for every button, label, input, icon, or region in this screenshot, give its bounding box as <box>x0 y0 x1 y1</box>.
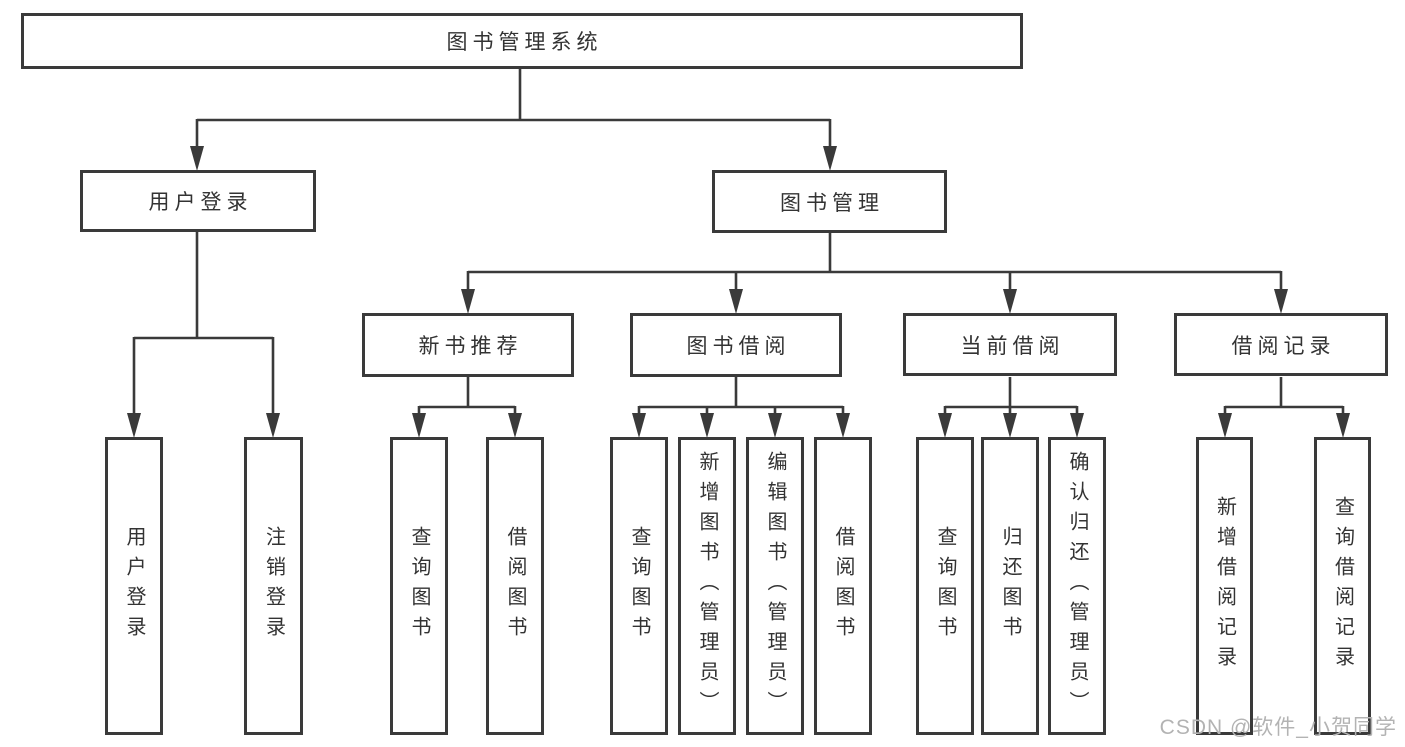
leaf-query-books-recommend: 查询图书 <box>390 437 448 735</box>
leaf-borrow-books-recommend: 借阅图书 <box>486 437 544 735</box>
node-label: 图书管理 <box>780 191 884 215</box>
node-label: 注销登录 <box>262 526 285 646</box>
node-label: 用户登录 <box>148 191 253 214</box>
node-borrow-records: 借阅记录 <box>1174 313 1388 376</box>
node-new-book-recommend: 新书推荐 <box>362 313 574 377</box>
leaf-query-borrow-record: 查询借阅记录 <box>1314 437 1371 735</box>
leaf-add-books-admin: 新增图书（管理员） <box>678 437 736 735</box>
node-label: 借阅图书 <box>832 526 854 646</box>
node-book-borrow: 图书借阅 <box>630 313 842 377</box>
csdn-watermark: CSDN @软件_小贺同学 <box>1159 716 1397 739</box>
leaf-logout: 注销登录 <box>244 437 303 735</box>
node-label: 借阅记录 <box>1231 334 1336 358</box>
node-label: 新增借阅记录 <box>1213 496 1236 676</box>
leaf-user-login: 用户登录 <box>105 437 163 735</box>
node-label: 查询图书 <box>408 526 430 646</box>
node-current-borrow: 当前借阅 <box>903 313 1117 376</box>
node-label: 确认归还（管理员） <box>1066 451 1088 721</box>
leaf-return-books: 归还图书 <box>981 437 1039 735</box>
node-label: 当前借阅 <box>960 334 1065 358</box>
leaf-query-books-current: 查询图书 <box>916 437 974 735</box>
leaf-add-borrow-record: 新增借阅记录 <box>1196 437 1253 735</box>
node-label: 新书推荐 <box>418 335 523 358</box>
leaf-borrow-books: 借阅图书 <box>814 437 872 735</box>
node-label: 借阅图书 <box>504 526 526 646</box>
node-label: 用户登录 <box>123 526 145 646</box>
node-label: 图书借阅 <box>686 335 791 358</box>
leaf-confirm-return-admin: 确认归还（管理员） <box>1048 437 1106 735</box>
node-label: 图书管理系统 <box>446 31 603 54</box>
node-label: 查询借阅记录 <box>1331 496 1354 676</box>
node-user-login: 用户登录 <box>80 170 316 232</box>
node-label: 查询图书 <box>934 526 956 646</box>
node-label: 归还图书 <box>999 526 1021 646</box>
node-label: 查询图书 <box>628 526 650 646</box>
node-system-root: 图书管理系统 <box>21 13 1023 69</box>
node-book-management: 图书管理 <box>712 170 947 233</box>
leaf-query-books-borrow: 查询图书 <box>610 437 668 735</box>
node-label: 新增图书（管理员） <box>696 451 718 721</box>
leaf-edit-books-admin: 编辑图书（管理员） <box>746 437 804 735</box>
arrowheads <box>127 146 1350 438</box>
node-label: 编辑图书（管理员） <box>764 451 786 721</box>
